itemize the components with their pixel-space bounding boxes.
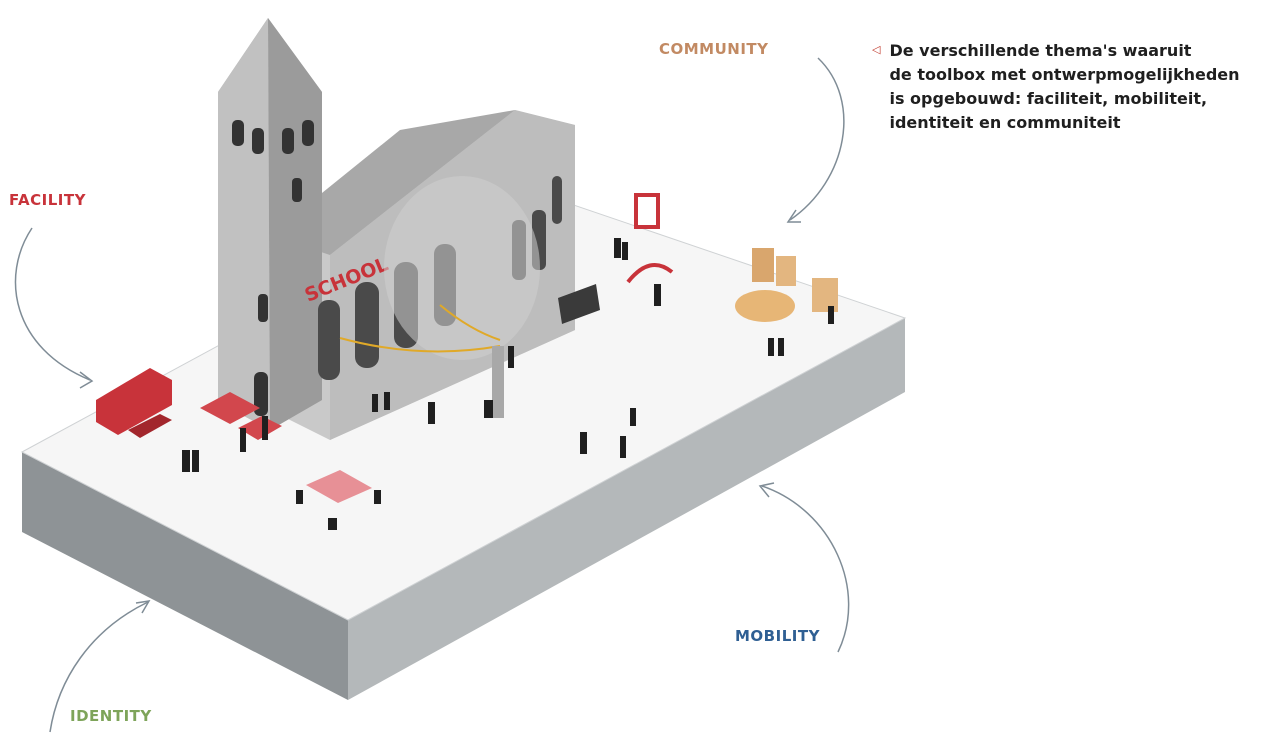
- signpost: [558, 284, 600, 324]
- caption-line: De verschillende thema's waaruit: [889, 41, 1192, 60]
- caption-line: is opgebouwd: faciliteit, mobiliteit,: [889, 89, 1208, 108]
- caption-text: De verschillende thema's waaruit de tool…: [889, 39, 1239, 135]
- facility-elements: [96, 368, 372, 503]
- caption-line: de toolbox met ontwerpmogelijkheden: [889, 65, 1240, 84]
- facility-label: FACILITY: [9, 191, 86, 209]
- identity-label: IDENTITY: [70, 707, 152, 725]
- people-silhouettes: [182, 238, 834, 530]
- caption-marker-icon: ◁: [872, 43, 881, 56]
- figure-caption: ◁ De verschillende thema's waaruit de to…: [872, 39, 1282, 135]
- mobility-label: MOBILITY: [735, 627, 820, 645]
- caption-line: identiteit en communiteit: [889, 113, 1121, 132]
- community-label: COMMUNITY: [659, 40, 769, 58]
- site-slab: [20, 184, 907, 700]
- community-elements: [626, 193, 838, 322]
- courtyard-tree: [339, 176, 540, 418]
- theme-arrows: [14, 57, 850, 733]
